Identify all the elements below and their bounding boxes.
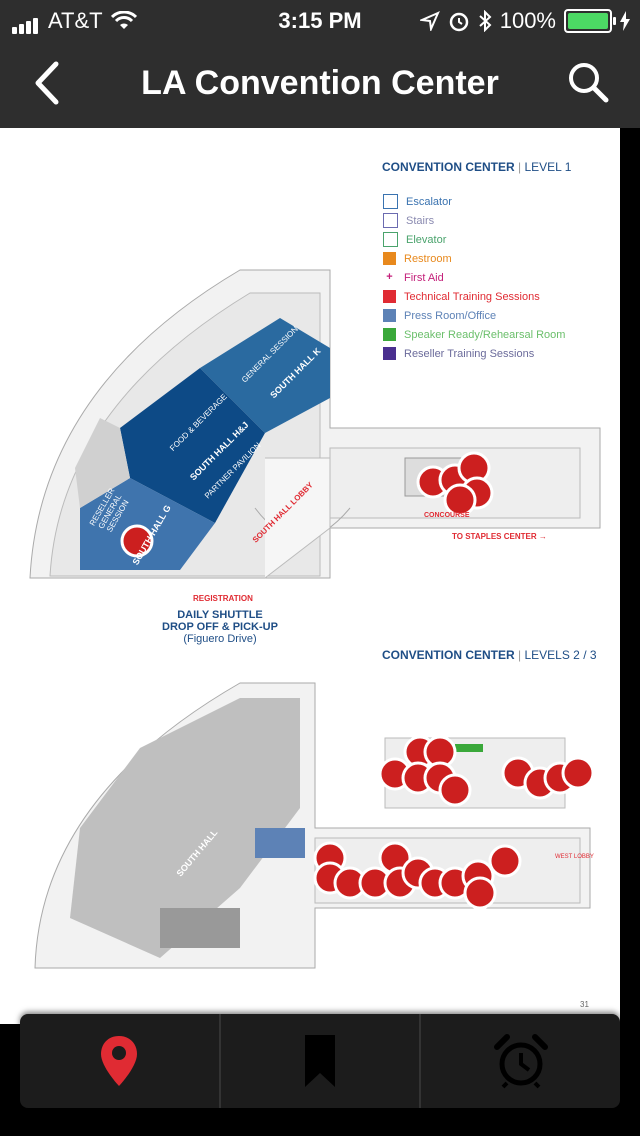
navigation-bar: LA Convention Center [0, 40, 640, 128]
floor-plan [29, 269, 601, 969]
battery-icon [564, 9, 616, 33]
charging-icon [620, 11, 630, 31]
alarm-icon [449, 12, 468, 32]
battery-percent: 100% [499, 8, 556, 33]
session-pins-level1 [120, 451, 494, 558]
tab-bar [20, 1014, 620, 1108]
shuttle-line3: (Figuero Drive) [183, 633, 257, 645]
signal-icon [12, 8, 40, 34]
wifi-icon [110, 11, 137, 29]
shuttle-line1: DAILY SHUTTLE [177, 609, 263, 621]
south-hall-hj-area [120, 368, 265, 523]
legend-elevator: Elevator [383, 230, 565, 249]
legend-technical: Technical Training Sessions [383, 287, 565, 306]
bookmark-icon [305, 1035, 335, 1087]
legend-stairs: Stairs [383, 211, 565, 230]
location-arrow-icon [419, 11, 440, 31]
tab-alarms[interactable] [421, 1014, 620, 1108]
search-button[interactable] [566, 60, 610, 104]
bluetooth-icon [479, 10, 492, 32]
page-number: 31 [580, 1000, 589, 1009]
session-pins-level2 [313, 735, 595, 910]
map-legend: Escalator Stairs Elevator Restroom +Firs… [383, 192, 565, 363]
level23-subtitle: LEVELS 2 / 3 [524, 648, 597, 662]
label-concourse: CONCOURSE [424, 512, 470, 519]
map-pin-icon [101, 1036, 138, 1086]
level23-title: CONVENTION CENTER [382, 648, 515, 662]
status-bar: AT&T 3:15 PM 100% [0, 0, 640, 40]
level23-header: CONVENTION CENTER | LEVELS 2 / 3 [382, 648, 597, 662]
legend-speaker: Speaker Ready/Rehearsal Room [383, 325, 565, 344]
back-button[interactable] [28, 58, 68, 108]
label-registration: REGISTRATION [193, 594, 253, 603]
south-hall-g-area [80, 478, 215, 570]
page-title: LA Convention Center [141, 64, 499, 102]
venue-map[interactable]: CONVENTION CENTER | LEVEL 1 Escalator St… [0, 128, 620, 1024]
legend-reseller: Reseller Training Sessions [383, 344, 565, 363]
carrier-label: AT&T [48, 8, 103, 33]
legend-press: Press Room/Office [383, 306, 565, 325]
legend-escalator: Escalator [383, 192, 565, 211]
shuttle-info: DAILY SHUTTLE DROP OFF & PICK-UP (Figuer… [150, 609, 290, 645]
alarm-clock-icon [493, 1034, 548, 1089]
shuttle-line2: DROP OFF & PICK-UP [162, 621, 278, 633]
legend-restroom: Restroom [383, 249, 565, 268]
level1-subtitle: LEVEL 1 [524, 160, 572, 174]
label-west-lobby: WEST LOBBY [555, 854, 594, 860]
tab-bookmarks[interactable] [221, 1014, 422, 1108]
level1-header: CONVENTION CENTER | LEVEL 1 [382, 160, 572, 174]
tab-map[interactable] [20, 1014, 221, 1108]
legend-first-aid: +First Aid [386, 271, 444, 284]
level1-title: CONVENTION CENTER [382, 160, 515, 174]
south-hall-upper-area [70, 698, 300, 958]
label-to-staples: TO STAPLES CENTER → [452, 532, 547, 541]
south-hall-k-area [200, 318, 330, 433]
clock: 3:15 PM [278, 8, 362, 33]
